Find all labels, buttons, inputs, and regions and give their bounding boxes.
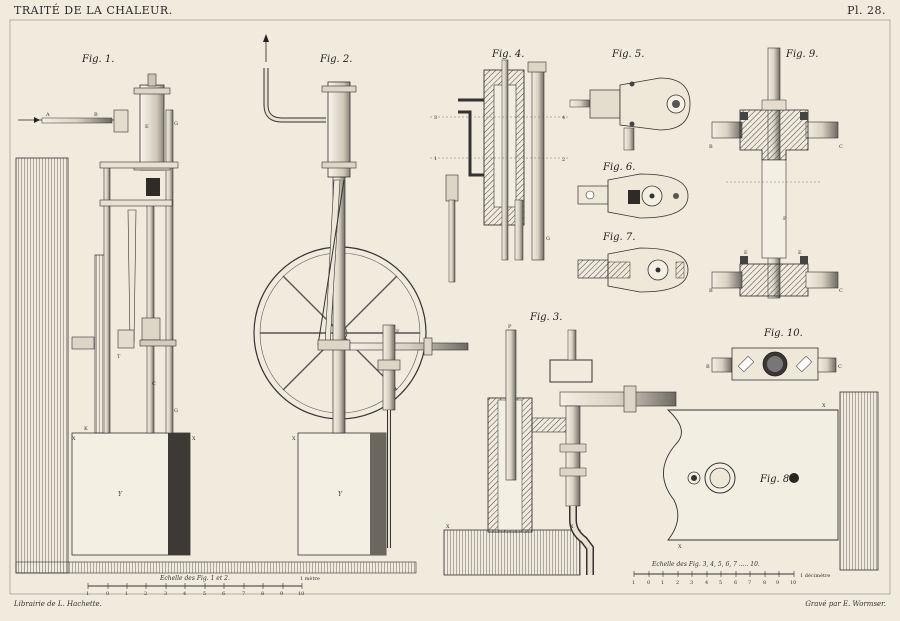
fig4-cylinder-section: Fig. 4. 1 2 3 4 G — [430, 49, 568, 283]
fig1-label: Fig. 1. — [81, 54, 114, 65]
fig7-valve-section: Fig. 7. — [577, 232, 689, 293]
svg-text:5: 5 — [719, 580, 722, 586]
svg-text:2: 2 — [562, 157, 565, 163]
fig1-engine-elevation: Fig. 1. Y X X K G G C E — [18, 54, 196, 556]
svg-text:1: 1 — [434, 156, 437, 162]
fig6-valve-plan: Fig. 6. — [577, 162, 689, 219]
svg-text:8: 8 — [763, 580, 766, 586]
svg-text:7: 7 — [242, 591, 245, 597]
fig4-label: Fig. 4. — [491, 49, 524, 60]
svg-text:B: B — [94, 112, 98, 118]
svg-text:9: 9 — [280, 591, 283, 597]
svg-text:0: 0 — [106, 591, 109, 597]
scale-left: Echelle des Fig. 1 et 2. 1 0 1 2 3 4 5 6… — [86, 575, 320, 597]
svg-text:1: 1 — [86, 591, 89, 597]
fig8-plate-plan: Fig. 8 X X — [663, 391, 879, 571]
svg-text:3: 3 — [690, 580, 693, 586]
svg-text:K: K — [84, 426, 88, 432]
svg-text:4: 4 — [562, 115, 565, 121]
svg-text:2: 2 — [144, 591, 147, 597]
svg-text:4: 4 — [705, 580, 708, 586]
svg-text:X: X — [822, 403, 826, 409]
svg-text:1 décimètre: 1 décimètre — [800, 572, 830, 579]
svg-text:X: X — [292, 436, 296, 442]
svg-text:1 mètre: 1 mètre — [300, 575, 320, 582]
svg-text:A: A — [45, 112, 50, 118]
fig8-label: Fig. 8 — [759, 474, 789, 485]
svg-text:8: 8 — [261, 591, 264, 597]
fig9-stuffing-box-section: Fig. 9. B C B C E E P — [709, 47, 843, 299]
svg-text:C: C — [838, 364, 842, 370]
svg-text:F: F — [396, 329, 400, 335]
svg-text:T: T — [117, 354, 121, 360]
svg-text:G: G — [174, 408, 178, 414]
scale-right-label: Echelle des Fig. 3, 4, 5, 6, 7 ..... 10. — [651, 561, 760, 568]
book-title: TRAITÉ DE LA CHALEUR. — [14, 4, 173, 17]
svg-text:Y: Y — [118, 491, 123, 498]
scale-right: Echelle des Fig. 3, 4, 5, 6, 7 ..... 10.… — [632, 561, 830, 586]
svg-text:7: 7 — [748, 580, 751, 586]
svg-text:1: 1 — [661, 580, 664, 586]
fig2-label: Fig. 2. — [319, 54, 352, 65]
scale-left-label: Echelle des Fig. 1 et 2. — [159, 575, 230, 582]
plate-number: Pl. 28. — [847, 4, 886, 17]
fig10-valve-plan: Fig. 10. B C — [706, 328, 842, 381]
svg-text:C: C — [839, 144, 843, 150]
svg-text:B: B — [709, 144, 713, 150]
svg-text:X: X — [570, 524, 574, 530]
svg-text:C: C — [839, 288, 843, 294]
fig2-engine-with-flywheel: Fig. 2. Y X — [253, 34, 469, 556]
svg-text:B: B — [706, 364, 710, 370]
svg-text:6: 6 — [222, 591, 225, 597]
fig3-label: Fig. 3. — [529, 312, 562, 323]
svg-text:E: E — [744, 250, 748, 256]
svg-text:X: X — [678, 544, 682, 550]
fig7-label: Fig. 7. — [602, 232, 635, 243]
svg-text:G: G — [546, 236, 550, 242]
svg-text:10: 10 — [790, 580, 796, 586]
svg-text:G: G — [174, 121, 178, 127]
svg-text:Y: Y — [338, 491, 343, 498]
plate-border — [9, 19, 891, 595]
fig6-label: Fig. 6. — [602, 162, 635, 173]
svg-text:P: P — [508, 324, 512, 330]
svg-text:E: E — [798, 250, 802, 256]
svg-text:6: 6 — [734, 580, 737, 586]
svg-text:0: 0 — [647, 580, 650, 586]
fig5-valve-plan: Fig. 5. — [569, 49, 691, 151]
svg-text:5: 5 — [203, 591, 206, 597]
svg-text:X: X — [192, 436, 196, 442]
svg-text:1: 1 — [632, 580, 635, 586]
svg-text:3: 3 — [434, 115, 437, 121]
engraver-credit: Gravé par E. Wormser. — [805, 600, 886, 608]
left-wall — [15, 157, 417, 574]
svg-text:C: C — [152, 381, 156, 387]
svg-text:1: 1 — [125, 591, 128, 597]
svg-text:X: X — [72, 436, 76, 442]
fig10-label: Fig. 10. — [763, 328, 803, 339]
publisher-credit: Librairie de L. Hachette. — [14, 600, 102, 608]
fig5-label: Fig. 5. — [611, 49, 644, 60]
svg-text:B: B — [709, 288, 713, 294]
fig9-label: Fig. 9. — [785, 49, 818, 60]
svg-text:2: 2 — [676, 580, 679, 586]
svg-text:E: E — [145, 124, 149, 130]
svg-text:X: X — [446, 524, 450, 530]
svg-text:P: P — [783, 216, 787, 222]
fig3-pump-assembly: Fig. 3. P X X — [443, 312, 677, 576]
svg-text:9: 9 — [776, 580, 779, 586]
svg-text:10: 10 — [298, 591, 304, 597]
svg-text:4: 4 — [183, 591, 186, 597]
svg-text:3: 3 — [164, 591, 167, 597]
